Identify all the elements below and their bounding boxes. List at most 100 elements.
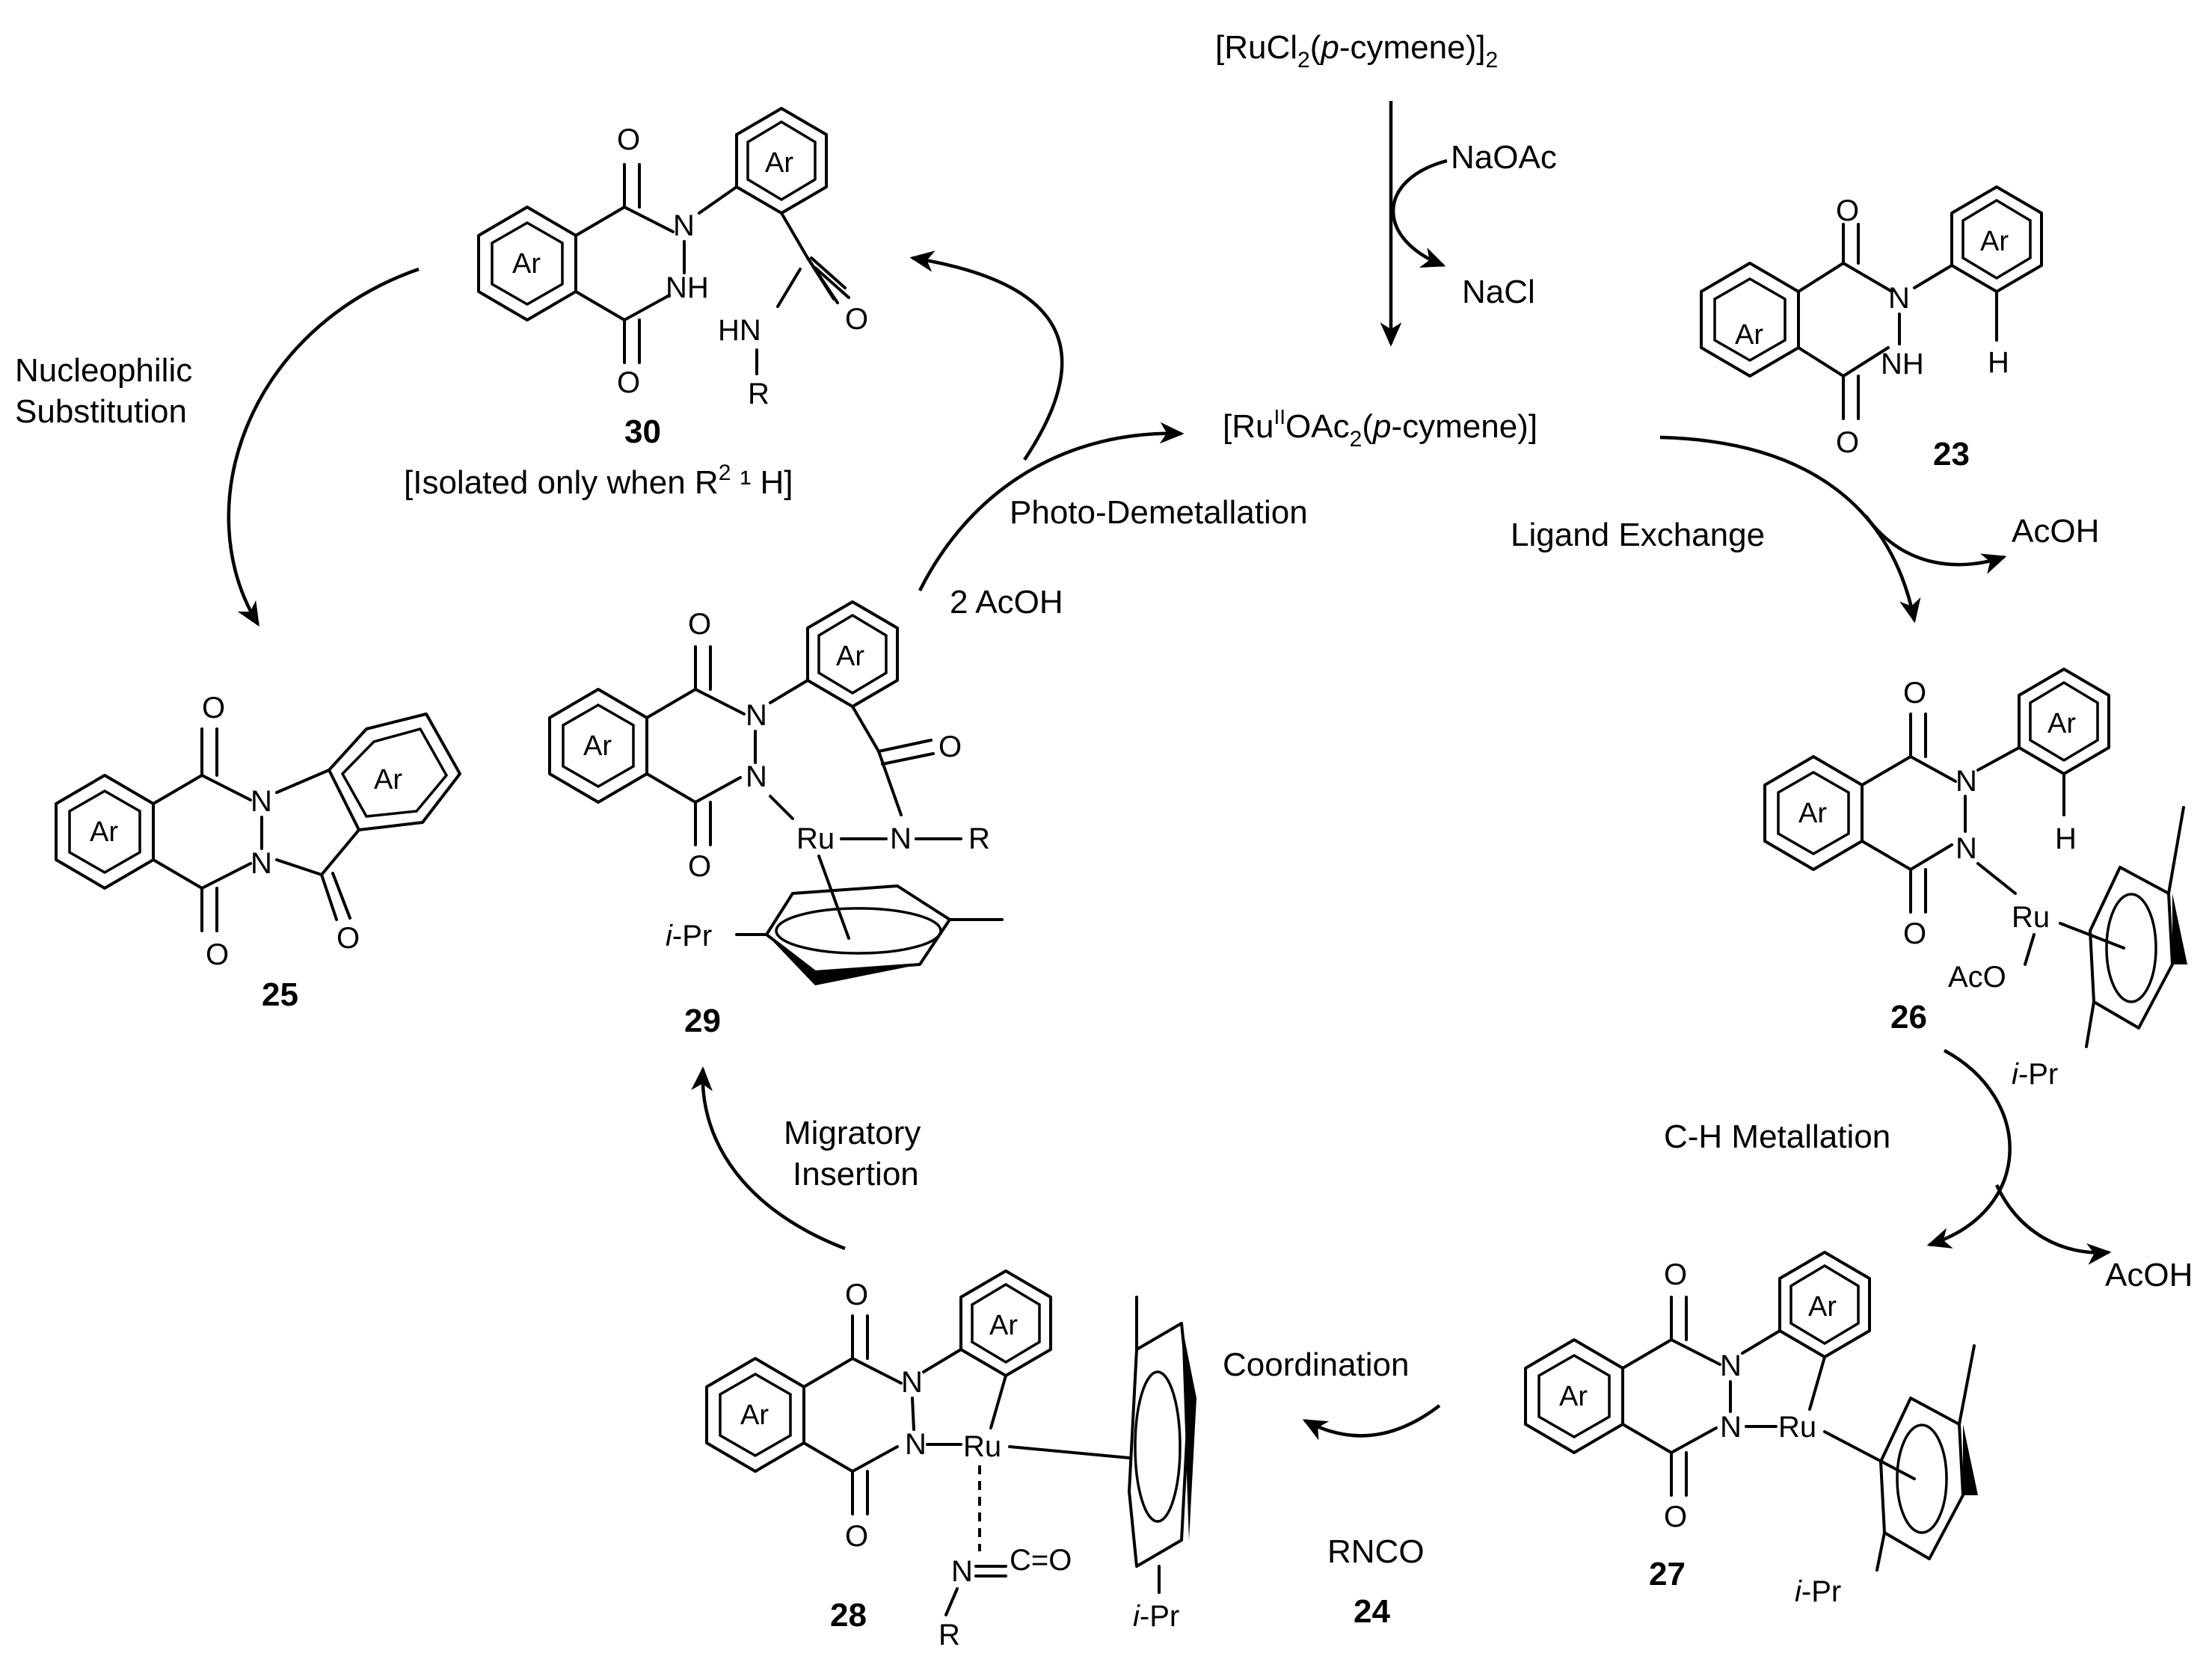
ar-label: Ar <box>1735 319 1763 351</box>
ar-label: Ar <box>1559 1381 1588 1412</box>
ru-label: Ru <box>1778 1411 1816 1444</box>
acoh-label-1: AcOH <box>2012 513 2099 550</box>
ar-label: Ar <box>2047 708 2076 739</box>
n-label: N <box>951 1555 973 1588</box>
ipr-label: i-Pr <box>666 920 712 952</box>
hn-label: HN <box>718 314 761 347</box>
o-label: O <box>337 922 360 955</box>
ar-label: Ar <box>374 764 402 795</box>
h-label: H <box>1988 346 2009 379</box>
n-label: N <box>251 785 272 818</box>
compound-26-structure: Ar O O N N Ar H Ru AcO i-Pr <box>1763 668 2187 1091</box>
photo-demetallation-arrow-to-catalyst <box>918 422 1185 592</box>
isolated-note: [Isolated only when R2 ¹ H] <box>404 461 793 501</box>
n-label: N <box>673 209 695 242</box>
ar-label: Ar <box>740 1400 769 1431</box>
o-label: O <box>617 123 640 156</box>
o-label: O <box>202 692 225 724</box>
ar-label: Ar <box>989 1310 1018 1341</box>
nacl-label: NaCl <box>1462 274 1535 310</box>
compound-30-structure: Ar O O N NH Ar O HN R <box>477 107 868 410</box>
n-label: N <box>890 822 912 855</box>
ru-label: Ru <box>2012 901 2050 934</box>
ar-label: Ar <box>1798 798 1827 829</box>
o-label: O <box>845 1520 868 1553</box>
o-label: O <box>206 938 229 971</box>
naoac-label: NaOAc <box>1451 139 1557 176</box>
r-label: R <box>748 378 769 410</box>
photo-demetallation-label: Photo-Demetallation <box>1010 494 1308 531</box>
compound-26-number: 26 <box>1890 999 1927 1035</box>
compound-24-number: 24 <box>1354 1593 1390 1630</box>
h-label: H <box>2055 822 2077 855</box>
r-label: R <box>968 822 990 855</box>
nh-label: NH <box>1881 348 1924 381</box>
compound-30-number: 30 <box>624 413 661 450</box>
n-label: N <box>1720 1411 1742 1444</box>
ipr-label: i-Pr <box>1795 1575 1841 1608</box>
c-eq-o-label: C=O <box>1010 1544 1072 1577</box>
ar-label: Ar <box>836 641 864 672</box>
naoac-nacl-curved-arrow <box>1392 158 1448 268</box>
compound-25-number: 25 <box>262 976 298 1013</box>
active-catalyst-label: [RuIIOAc2(p-cymene)] <box>1223 405 1537 452</box>
ru-label: Ru <box>963 1430 1001 1463</box>
ar-label: Ar <box>1808 1291 1837 1323</box>
compound-28-structure: Ar O O N N Ru Ar i-Pr N C=O R <box>705 1269 1196 1652</box>
ar-label: Ar <box>90 816 118 848</box>
nucleophilic-substitution-arrow <box>227 267 420 627</box>
o-label: O <box>1903 917 1926 950</box>
ch-metallation-label: C-H Metallation <box>1664 1118 1890 1155</box>
o-label: O <box>1903 677 1926 710</box>
ligand-exchange-arrow <box>1659 435 1921 624</box>
photo-demetallation-arrow-to-30 <box>909 250 1064 461</box>
acoh-release-arrow-1 <box>1864 514 2007 574</box>
two-acoh-label: 2 AcOH <box>950 584 1063 621</box>
compound-28-number: 28 <box>830 1597 867 1634</box>
o-label: O <box>688 608 711 641</box>
n-label: N <box>251 847 272 880</box>
n-label: N <box>746 699 767 732</box>
aco-label: AcO <box>1948 961 2006 994</box>
compound-27-number: 27 <box>1649 1556 1686 1592</box>
ar-label: Ar <box>583 730 612 762</box>
ar-label: Ar <box>765 147 793 179</box>
n-label: N <box>1720 1349 1742 1382</box>
ipr-label: i-Pr <box>2012 1058 2058 1091</box>
compound-23-number: 23 <box>1933 436 1970 473</box>
n-label: N <box>1888 282 1910 315</box>
o-label: O <box>1836 194 1859 227</box>
nucleophilic-substitution-line2: Substitution <box>15 393 187 430</box>
compound-23-structure: Ar O O N NH Ar H <box>1700 185 2043 459</box>
compound-25-structure: Ar O O N N Ar O <box>55 692 461 971</box>
nh-label: NH <box>666 271 709 304</box>
compound-29-number: 29 <box>684 1003 721 1039</box>
coordination-arrow <box>1302 1404 1441 1441</box>
o-label: O <box>845 303 868 336</box>
o-label: O <box>1664 1500 1687 1533</box>
o-label: O <box>938 730 962 763</box>
ar-label: Ar <box>1980 226 2009 257</box>
o-label: O <box>1836 426 1859 459</box>
ligand-exchange-label: Ligand Exchange <box>1511 517 1765 553</box>
ch-metallation-arrow <box>1926 1049 2012 1249</box>
compound-29-structure: Ar O O N N Ar O Ru N R i-Pr <box>548 600 1004 985</box>
rnco-label: RNCO <box>1327 1533 1425 1570</box>
n-label: N <box>1956 832 1977 865</box>
o-label: O <box>1664 1258 1687 1291</box>
n-label: N <box>1956 765 1977 798</box>
migratory-insertion-label-line1: Migratory <box>784 1115 921 1151</box>
coordination-label: Coordination <box>1223 1346 1410 1383</box>
migratory-insertion-label-line2: Insertion <box>793 1156 919 1192</box>
ipr-label: i-Pr <box>1133 1600 1179 1633</box>
r-label: R <box>938 1619 960 1652</box>
precatalyst-label: [RuCl2(p-cymene)]2 <box>1215 29 1498 73</box>
o-label: O <box>845 1278 868 1311</box>
ar-label: Ar <box>512 248 541 280</box>
migratory-insertion-arrow <box>691 1066 846 1251</box>
nucleophilic-substitution-line1: Nucleophilic <box>15 352 192 389</box>
n-label: N <box>901 1366 923 1399</box>
acoh-release-arrow-2 <box>1994 1184 2112 1265</box>
o-label: O <box>688 850 711 883</box>
